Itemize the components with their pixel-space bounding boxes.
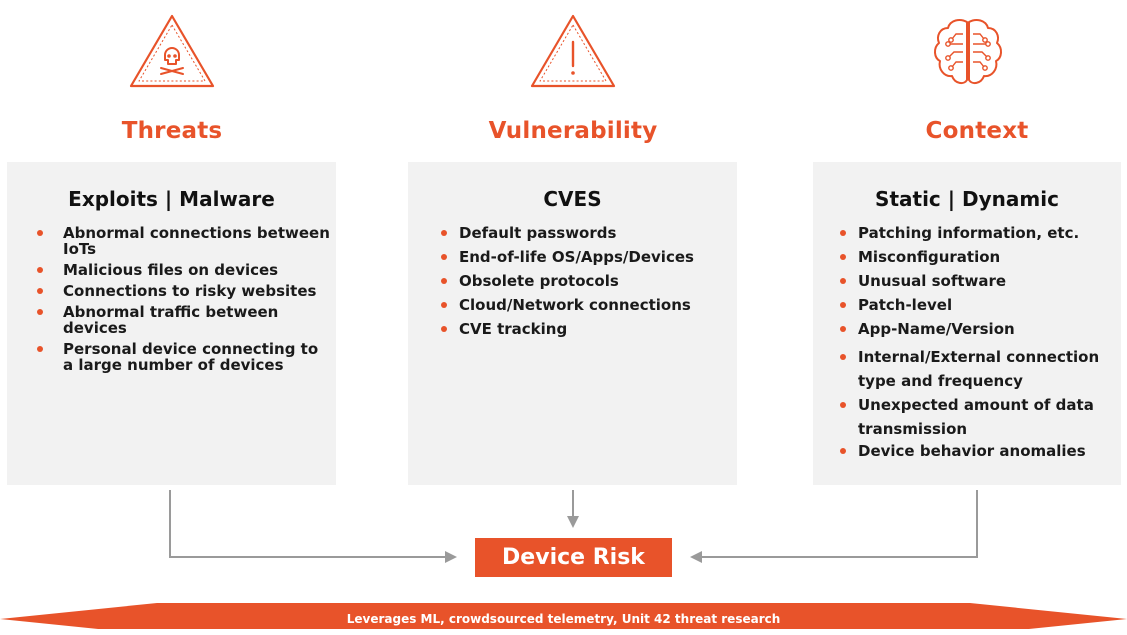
list-item: Device behavior anomalies xyxy=(840,443,1119,459)
list-item: Connections to risky websites xyxy=(37,283,332,299)
bullet-dot xyxy=(37,309,43,315)
list-item: Unusual software xyxy=(840,273,1119,289)
list-item: Personal device connecting to a large nu… xyxy=(37,341,332,373)
bullet-dot xyxy=(840,278,846,284)
bullet-dot xyxy=(441,278,447,284)
bullet-dot xyxy=(840,230,846,236)
bullet-dot xyxy=(840,402,846,408)
brain-circuit-icon xyxy=(934,19,1002,85)
list-item: Obsolete protocols xyxy=(441,273,737,289)
bullet-dot xyxy=(840,448,846,454)
list-item: Patching information, etc. xyxy=(840,225,1119,241)
bullet-dot xyxy=(441,254,447,260)
panel-threats: Exploits | Malware Abnormal connections … xyxy=(7,162,336,485)
bullet-dot xyxy=(37,230,43,236)
panel-title-vulnerability: CVES xyxy=(543,187,602,211)
list-item: Malicious files on devices xyxy=(37,262,332,278)
bullet-dot xyxy=(441,326,447,332)
list-item: Default passwords xyxy=(441,225,737,241)
context-list: Patching information, etc. Misconfigurat… xyxy=(813,225,1121,459)
connector-context xyxy=(700,490,978,558)
heading-context: Context xyxy=(925,118,1029,144)
bullet-dot xyxy=(441,302,447,308)
heading-vulnerability: Vulnerability xyxy=(488,118,658,144)
bullet-dot xyxy=(37,288,43,294)
list-item: Abnormal traffic between devices xyxy=(37,304,332,336)
threats-list: Abnormal connections between IoTs Malici… xyxy=(7,225,336,373)
bullet-dot xyxy=(441,230,447,236)
arrowhead-vulnerability xyxy=(567,516,579,528)
bullet-dot xyxy=(840,302,846,308)
bullet-dot xyxy=(840,254,846,260)
list-item: CVE tracking xyxy=(441,321,737,337)
list-item: Unexpected amount of data transmission xyxy=(840,393,1119,441)
vulnerability-list: Default passwords End-of-life OS/Apps/De… xyxy=(408,225,737,337)
panel-title-context: Static | Dynamic xyxy=(875,187,1059,211)
panel-context: Static | Dynamic Patching information, e… xyxy=(813,162,1121,485)
list-item: End-of-life OS/Apps/Devices xyxy=(441,249,737,265)
skull-warning-icon xyxy=(129,14,215,88)
list-item: Misconfiguration xyxy=(840,249,1119,265)
bullet-dot xyxy=(37,346,43,352)
bullet-dot xyxy=(840,326,846,332)
bullet-dot xyxy=(37,267,43,273)
list-item: Cloud/Network connections xyxy=(441,297,737,313)
arrowhead-context xyxy=(690,551,702,563)
panel-title-threats: Exploits | Malware xyxy=(68,187,275,211)
list-item: Patch-level xyxy=(840,297,1119,313)
bullet-dot xyxy=(840,354,846,360)
list-item: Internal/External connection type and fr… xyxy=(840,345,1119,393)
exclamation-warning-icon xyxy=(530,14,616,88)
device-risk-box: Device Risk xyxy=(475,538,672,577)
arrowhead-threats xyxy=(445,551,457,563)
list-item: App-Name/Version xyxy=(840,321,1119,337)
panel-vulnerability: CVES Default passwords End-of-life OS/Ap… xyxy=(408,162,737,485)
banner-text: Leverages ML, crowdsourced telemetry, Un… xyxy=(346,612,781,626)
heading-threats: Threats xyxy=(121,118,223,144)
list-item: Abnormal connections between IoTs xyxy=(37,225,332,257)
banner-shape xyxy=(0,603,1127,629)
connector-threats xyxy=(169,490,447,558)
